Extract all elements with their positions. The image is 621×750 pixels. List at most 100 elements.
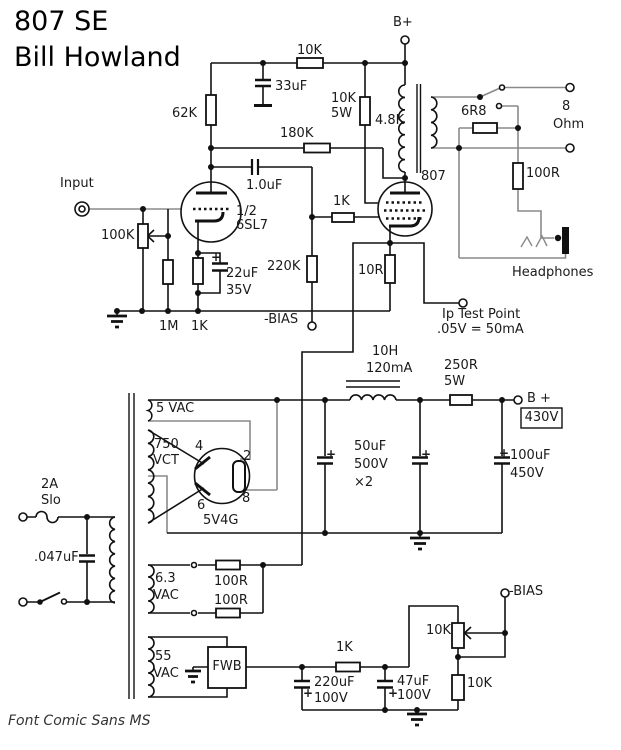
tube-5v4g-plates bbox=[194, 455, 211, 497]
b-plus-voltage-box bbox=[520, 407, 563, 429]
label-winding-750: 750 bbox=[154, 437, 179, 452]
label-cap-047uf: .047uF bbox=[34, 550, 79, 565]
resistor-100r-headphone-symbol bbox=[512, 162, 524, 190]
resistor-100r-heater1-symbol bbox=[215, 559, 241, 571]
label-tube-6sl7: 6SL7 bbox=[236, 218, 269, 233]
b-plus-out-terminal bbox=[513, 395, 523, 405]
ground-icon bbox=[107, 314, 430, 727]
resistor-250r-symbol bbox=[449, 394, 473, 406]
label-resistor-250r-watts: 5W bbox=[444, 374, 466, 389]
bias-terminal-bottom bbox=[500, 588, 510, 598]
plus-220uf: + bbox=[303, 686, 314, 700]
resistor-220k-symbol bbox=[306, 255, 318, 283]
pt-63vac-coil bbox=[147, 564, 155, 614]
pt-55vac-coil bbox=[147, 636, 155, 698]
electrolytic-plates bbox=[79, 78, 510, 689]
label-winding-55-unit: VAC bbox=[153, 666, 179, 681]
headphone-jack-sleeve bbox=[562, 227, 569, 254]
capacitor-plates bbox=[79, 78, 510, 689]
page-title-line1: 807 SE bbox=[14, 6, 109, 37]
plus-50uf-2: + bbox=[421, 447, 432, 461]
label-impedance-unit: Ohm bbox=[553, 117, 585, 132]
label-tube-5v4g: 5V4G bbox=[203, 513, 239, 528]
tube-5v4g-envelope bbox=[193, 447, 251, 505]
resistor-1k-grid-symbol bbox=[331, 212, 355, 223]
label-resistor-10k-screen-watts: 5W bbox=[331, 106, 353, 121]
pt-750vct-coil bbox=[147, 429, 155, 524]
resistor-1k-cathode-symbol bbox=[192, 257, 204, 285]
label-cap-50uf-qty: ×2 bbox=[354, 475, 374, 490]
plus-100uf: + bbox=[499, 446, 510, 460]
tube-6sl7-symbol bbox=[180, 181, 242, 243]
label-opt-primary: 4.8K bbox=[375, 113, 405, 128]
ip-test-point-terminal bbox=[458, 298, 468, 308]
resistor-6r8-symbol bbox=[472, 122, 498, 134]
main-wire-set bbox=[27, 44, 514, 714]
bridge-fwb-symbol bbox=[207, 646, 247, 689]
label-cap-33uf: 33uF bbox=[275, 79, 308, 94]
opt-core bbox=[416, 84, 422, 173]
label-resistor-1k-bias: 1K bbox=[336, 640, 353, 655]
label-b-plus-voltage: 430V bbox=[524, 410, 559, 425]
resistor-10k-screen-symbol bbox=[359, 96, 371, 126]
plus-50uf-1: + bbox=[326, 447, 337, 461]
pot-10k-bias-symbol bbox=[451, 622, 465, 649]
label-choke-current: 120mA bbox=[366, 361, 413, 376]
tube-5v4g-cathode bbox=[232, 460, 246, 493]
label-b-plus-top: B+ bbox=[393, 15, 413, 30]
label-ip-test-value: .05V = 50mA bbox=[437, 322, 524, 337]
label-tube-807: 807 bbox=[421, 169, 446, 184]
resistor-100r-heater2-symbol bbox=[215, 607, 241, 619]
label-impedance: 8 bbox=[562, 99, 571, 114]
tube-6sl7-envelope bbox=[180, 181, 242, 243]
plus-47uf: + bbox=[388, 686, 399, 700]
label-resistor-10k-screen: 10K bbox=[331, 91, 357, 106]
power-transformer-symbol bbox=[108, 393, 155, 699]
power-switch-contact bbox=[60, 598, 68, 605]
headphone-plug-icon bbox=[520, 234, 548, 248]
wires-black bbox=[27, 44, 514, 714]
resistor-62k-symbol bbox=[205, 94, 217, 126]
bars-and-grounds bbox=[107, 104, 430, 727]
terminals bbox=[18, 35, 575, 617]
label-ip-test-point: Ip Test Point bbox=[442, 307, 521, 322]
label-resistor-10r: 10R bbox=[358, 263, 384, 278]
label-fwb: FWB bbox=[212, 659, 242, 674]
speaker-terminal-pos bbox=[565, 82, 575, 93]
label-resistor-1k-grid: 1K bbox=[333, 194, 350, 209]
heater-tap2 bbox=[190, 609, 198, 617]
resistor-1k-bias-symbol bbox=[335, 661, 361, 673]
tube-807-grids bbox=[384, 201, 426, 220]
label-winding-55: 55 bbox=[155, 649, 172, 664]
label-winding-63-unit: VAC bbox=[153, 588, 179, 603]
label-pin-4: 4 bbox=[195, 439, 204, 454]
tube-6sl7-cathode bbox=[195, 211, 225, 223]
label-tube-half: 1/2 bbox=[236, 204, 257, 219]
switch-throw-b bbox=[495, 102, 503, 110]
page-title-line2: Bill Howland bbox=[14, 42, 181, 73]
label-cap-22uf-voltage: 35V bbox=[226, 283, 252, 298]
resistor-10k-divider-symbol bbox=[451, 674, 465, 701]
label-resistor-180k: 180K bbox=[280, 126, 314, 141]
label-pin-6: 6 bbox=[197, 498, 206, 513]
ac-line-terminal2 bbox=[18, 597, 28, 607]
label-resistor-1m: 1M bbox=[159, 319, 179, 334]
resistor-10k-supply-symbol bbox=[296, 57, 324, 69]
label-bias-bottom: -BIAS bbox=[509, 584, 544, 599]
label-cap-47uf: 47uF bbox=[397, 674, 430, 689]
gray-wire-set bbox=[89, 86, 567, 533]
pot-100k-symbol bbox=[137, 223, 149, 249]
label-cap-1uf: 1.0uF bbox=[246, 178, 283, 193]
label-resistor-10k-divider: 10K bbox=[467, 676, 493, 691]
output-transformer-symbol bbox=[397, 84, 438, 173]
switch-throw-a bbox=[498, 84, 506, 91]
coupling-cap-plates bbox=[250, 159, 260, 175]
label-resistor-6r8: 6R8 bbox=[461, 104, 487, 119]
tube-807-cathode bbox=[389, 216, 421, 228]
resistor-180k-symbol bbox=[303, 142, 331, 154]
opt-primary-coil bbox=[397, 84, 406, 173]
power-switch-blade bbox=[39, 591, 61, 603]
tube-807-symbol bbox=[377, 181, 433, 237]
label-pot-100k: 100K bbox=[101, 228, 135, 243]
label-resistor-62k: 62K bbox=[172, 106, 198, 121]
